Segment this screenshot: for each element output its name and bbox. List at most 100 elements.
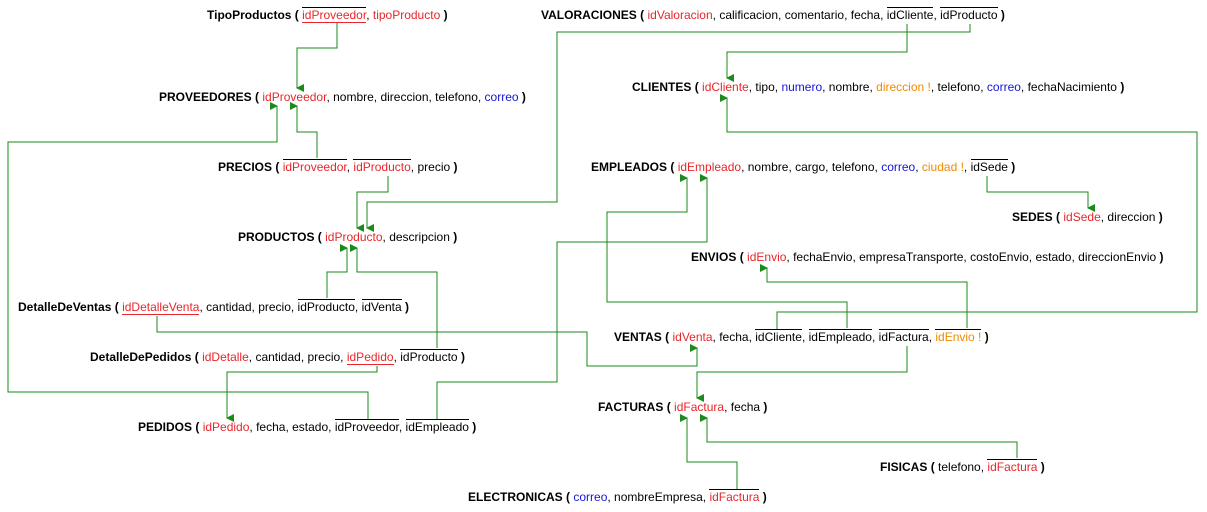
attribute: idDetalleVenta <box>122 300 200 315</box>
attribute: idEnvio <box>747 250 787 264</box>
attribute: idVenta <box>672 330 713 344</box>
attribute: calificacion <box>719 8 779 22</box>
attribute: direccion <box>1107 210 1156 224</box>
relation-productos: PRODUCTOS ( idProducto, descripcion ) <box>238 230 458 244</box>
relation-name: FACTURAS <box>598 400 664 414</box>
relation-name: PROVEEDORES <box>159 90 252 104</box>
relation-name: FISICAS <box>880 460 928 474</box>
attribute: nombre <box>828 80 870 94</box>
attribute: idProducto <box>400 349 458 364</box>
fk-valoraciones-clientes <box>726 24 908 82</box>
attribute: costoEnvio <box>970 250 1029 264</box>
attribute: idFactura <box>709 489 760 504</box>
fk-ventas-facturas <box>696 346 908 402</box>
attribute: nombre <box>333 90 374 104</box>
fk-ventas-clientes <box>720 94 1198 330</box>
attribute: idPedido <box>202 420 250 434</box>
attribute: correo <box>881 160 916 174</box>
attribute: ciudad ! <box>921 160 964 174</box>
attribute: correo <box>986 80 1021 94</box>
attribute: descripcion <box>389 230 450 244</box>
fk-pedidos-proveedores <box>7 102 369 420</box>
attribute: correo <box>573 490 608 504</box>
attribute: precio <box>417 160 451 174</box>
attribute: idFactura <box>987 459 1038 474</box>
attribute: fechaNacimiento <box>1027 80 1117 94</box>
relation-name: CLIENTES <box>632 80 692 94</box>
attribute: fecha <box>850 8 881 22</box>
attribute: direccion ! <box>876 80 931 94</box>
attribute: idProveedor <box>262 90 327 104</box>
attribute: cantidad <box>206 300 252 314</box>
relation-name: VENTAS <box>614 330 662 344</box>
relation-name: VALORACIONES <box>541 8 637 22</box>
fk-empleados-sedes <box>986 176 1095 212</box>
attribute: comentario <box>784 8 845 22</box>
fk-detalleventas-productos <box>326 244 348 298</box>
relation-proveedores: PROVEEDORES ( idProveedor, nombre, direc… <box>159 90 526 104</box>
attribute: estado <box>1035 250 1072 264</box>
attribute: idProducto <box>353 159 411 174</box>
attribute: fecha <box>256 420 286 434</box>
attribute: idEmpleado <box>808 329 872 344</box>
relation-name: SEDES <box>1012 210 1053 224</box>
attribute: cargo <box>795 160 826 174</box>
attribute: telefono <box>831 160 875 174</box>
relation-detalledepedidos: DetalleDePedidos ( idDetalle, cantidad, … <box>90 349 465 365</box>
attribute: idSede <box>1063 210 1101 224</box>
attribute: idProducto <box>325 230 383 244</box>
attribute: idCliente <box>755 329 802 344</box>
attribute: fechaEnvio <box>793 250 853 264</box>
attribute: idVenta <box>361 299 402 314</box>
attribute: fecha <box>719 330 749 344</box>
attribute: idCliente <box>886 7 934 22</box>
attribute: telefono <box>938 460 981 474</box>
attribute: idFactura <box>878 329 929 344</box>
attribute: precio <box>258 300 291 314</box>
relation-name: PRODUCTOS <box>238 230 315 244</box>
relation-name: ELECTRONICAS <box>468 490 563 504</box>
attribute: nombreEmpresa <box>614 490 703 504</box>
relation-empleados: EMPLEADOS ( idEmpleado, nombre, cargo, t… <box>591 159 1016 174</box>
fk-pedidos-empleados <box>436 174 708 420</box>
attribute: cantidad <box>255 350 301 364</box>
fk-ventas-envios <box>760 264 968 328</box>
relation-fisicas: FISICAS ( telefono, idFactura ) <box>880 459 1045 474</box>
fk-precios-proveedores <box>290 102 318 158</box>
attribute: idFactura <box>674 400 725 414</box>
fk-detalleventas-ventas <box>156 316 698 367</box>
relation-name: DetalleDeVentas <box>18 300 112 314</box>
relation-valoraciones: VALORACIONES ( idValoracion, calificacio… <box>541 7 1005 22</box>
relation-precios: PRECIOS ( idProveedor, idProducto, preci… <box>218 159 458 174</box>
attribute: idProducto <box>940 7 998 22</box>
attribute: idCliente <box>702 80 749 94</box>
relation-name: TipoProductos <box>207 8 292 22</box>
attribute: idProveedor <box>302 7 367 23</box>
fk-fisicas-facturas <box>700 414 1018 458</box>
fk-detallepedidos-pedidos <box>226 366 378 422</box>
attribute: idEmpleado <box>405 419 469 434</box>
attribute: idEnvio ! <box>935 329 982 344</box>
attribute: empresaTransporte <box>859 250 964 264</box>
attribute: tipoProducto <box>372 8 441 22</box>
attribute: idValoracion <box>647 8 713 22</box>
attribute: tipo <box>755 80 775 94</box>
relation-name: PEDIDOS <box>138 420 193 434</box>
relation-facturas: FACTURAS ( idFactura, fecha ) <box>598 400 768 414</box>
attribute: idProveedor <box>334 419 399 434</box>
attribute: correo <box>484 90 519 104</box>
attribute: idEmpleado <box>677 160 742 174</box>
attribute: nombre <box>747 160 789 174</box>
relation-tipoproductos: TipoProductos ( idProveedor, tipoProduct… <box>207 7 448 23</box>
attribute: direccion <box>380 90 429 104</box>
attribute: estado <box>292 420 329 434</box>
relation-envios: ENVIOS ( idEnvio, fechaEnvio, empresaTra… <box>691 250 1164 264</box>
relation-detalledeventas: DetalleDeVentas ( idDetalleVenta, cantid… <box>18 299 409 315</box>
relation-name: ENVIOS <box>691 250 737 264</box>
relation-name: PRECIOS <box>218 160 273 174</box>
relation-name: EMPLEADOS <box>591 160 668 174</box>
attribute: idPedido <box>346 350 394 365</box>
relation-clientes: CLIENTES ( idCliente, tipo, numero, nomb… <box>632 80 1125 94</box>
relation-name: DetalleDePedidos <box>90 350 192 364</box>
